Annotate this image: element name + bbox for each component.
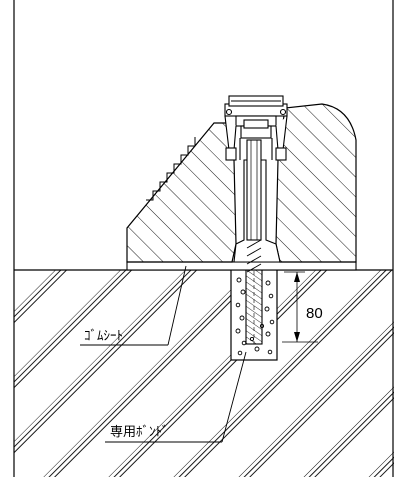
concrete-block xyxy=(126,103,357,263)
ground-slab xyxy=(14,269,394,477)
bolt-shaft xyxy=(246,139,262,273)
bond-leader: 専用ﾎﾞﾝﾄﾞ xyxy=(105,351,247,443)
rubber-sheet xyxy=(126,261,357,271)
dimension-80: 80 xyxy=(282,271,323,343)
dimension-value: 80 xyxy=(306,305,323,322)
rubber-sheet-label: ｺﾞﾑｼｰﾄ xyxy=(84,329,123,344)
bond-label: 専用ﾎﾞﾝﾄﾞ xyxy=(110,425,169,440)
rubber-sheet-leader: ｺﾞﾑｼｰﾄ xyxy=(80,265,187,346)
top-bracket xyxy=(224,95,288,161)
